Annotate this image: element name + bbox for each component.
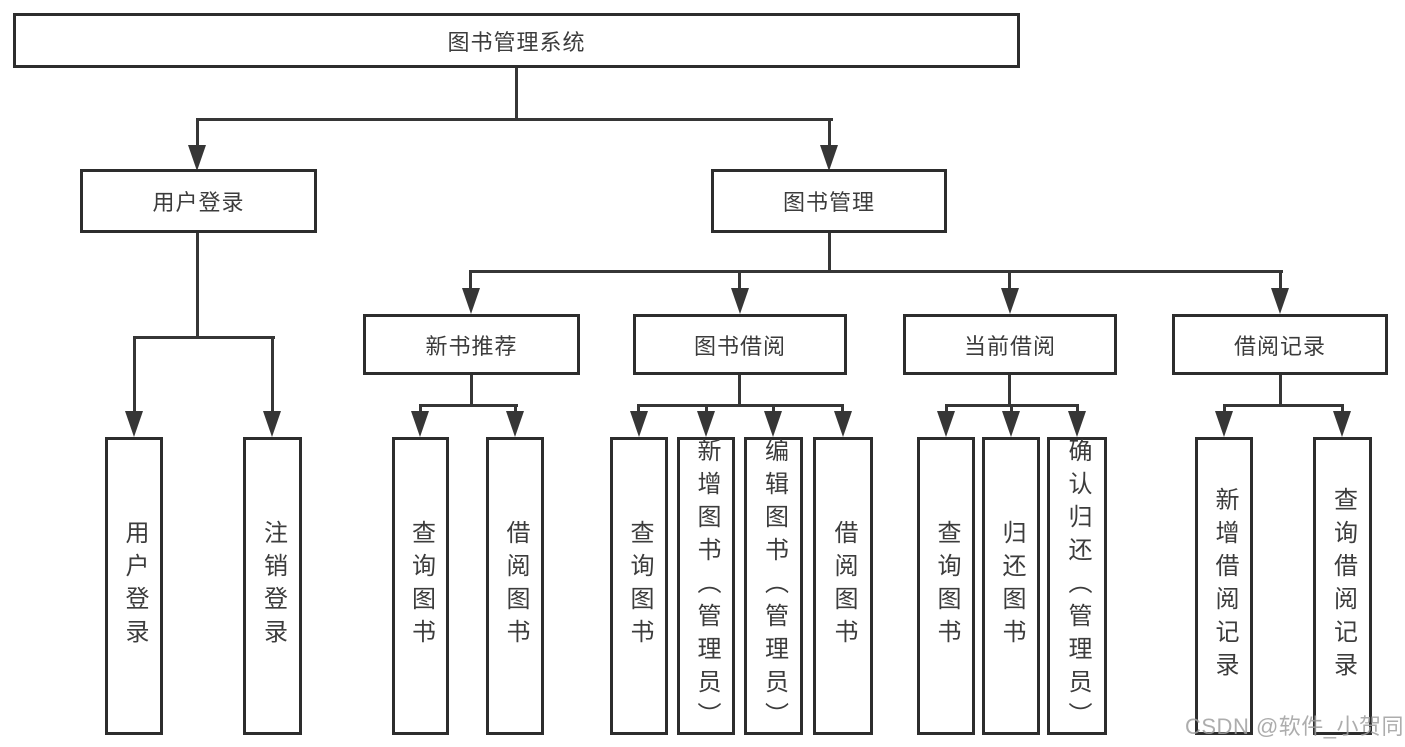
connector-line [514, 404, 517, 414]
leaf-query-books-current: 查询图书 [917, 437, 975, 735]
leaf-query-books-recommend: 查询图书 [392, 437, 449, 735]
leaf-confirm-return-admin: 确认归还（管理员） [1047, 437, 1107, 735]
leaf-add-borrow-record: 新增借阅记录 [1195, 437, 1253, 735]
connector-line [469, 270, 472, 294]
connector-line [1279, 270, 1282, 294]
connector-line [470, 375, 473, 407]
watermark: CSDN @软件_小贺同学 [1185, 714, 1405, 739]
arrow-down-icon [630, 411, 648, 437]
leaf-label: 查询借阅记录 [1329, 487, 1357, 685]
leaf-user-login: 用户登录 [105, 437, 163, 735]
leaf-label: 归还图书 [998, 520, 1025, 652]
connector-line [841, 404, 844, 414]
leaf-return-book: 归还图书 [982, 437, 1040, 735]
node-label: 图书借阅 [693, 333, 786, 359]
arrow-down-icon [263, 411, 281, 437]
arrow-down-icon [1068, 411, 1086, 437]
node-new-book-recommendation: 新书推荐 [363, 314, 580, 375]
connector-line [515, 68, 518, 120]
arrow-down-icon [411, 411, 429, 437]
connector-line [828, 118, 831, 148]
leaf-label: 新增图书（管理员） [693, 437, 720, 735]
node-label: 借阅记录 [1233, 333, 1326, 359]
leaf-add-book-admin: 新增图书（管理员） [677, 437, 735, 735]
arrow-down-icon [697, 411, 715, 437]
connector-line [1010, 404, 1013, 414]
connector-line [419, 404, 422, 414]
leaf-label: 注销登录 [259, 520, 287, 652]
arrow-down-icon [1333, 411, 1351, 437]
arrow-down-icon [1215, 411, 1233, 437]
node-library-management-system: 图书管理系统 [13, 13, 1020, 68]
leaf-label: 确认归还（管理员） [1064, 437, 1091, 735]
node-label: 当前借阅 [963, 333, 1056, 359]
connector-line [271, 336, 274, 415]
arrow-down-icon [462, 288, 480, 314]
arrow-down-icon [1002, 411, 1020, 437]
connector-line [828, 233, 831, 273]
arrow-down-icon [731, 288, 749, 314]
node-label: 用户登录 [152, 190, 245, 215]
node-user-login: 用户登录 [80, 169, 317, 233]
connector-line [637, 404, 640, 414]
connector-line [196, 118, 199, 148]
connector-line [1341, 404, 1344, 414]
leaf-label: 新增借阅记录 [1211, 487, 1238, 685]
node-borrowing-records: 借阅记录 [1172, 314, 1388, 375]
node-book-borrowing: 图书借阅 [633, 314, 847, 375]
leaf-label: 用户登录 [121, 520, 148, 652]
leaf-edit-book-admin: 编辑图书（管理员） [744, 437, 803, 735]
arrow-down-icon [1271, 288, 1289, 314]
connector-line [419, 404, 518, 407]
leaf-query-books-borrow: 查询图书 [610, 437, 668, 735]
leaf-label: 借阅图书 [830, 520, 857, 652]
leaf-borrow-books: 借阅图书 [813, 437, 873, 735]
arrow-down-icon [834, 411, 852, 437]
arrow-down-icon [188, 145, 206, 171]
connector-line [1008, 375, 1011, 407]
leaf-label: 查询图书 [626, 520, 653, 652]
connector-line [133, 336, 275, 339]
connector-line [196, 233, 199, 339]
node-label: 图书管理 [782, 190, 875, 215]
leaf-logout: 注销登录 [243, 437, 302, 735]
arrow-down-icon [820, 145, 838, 171]
node-label: 新书推荐 [425, 333, 518, 359]
connector-line [1223, 404, 1344, 407]
connector-line [469, 270, 1283, 273]
arrow-down-icon [1001, 288, 1019, 314]
connector-line [133, 336, 136, 415]
connector-line [1076, 404, 1079, 414]
node-book-management: 图书管理 [711, 169, 947, 233]
node-current-borrowing: 当前借阅 [903, 314, 1117, 375]
connector-line [1008, 270, 1011, 294]
connector-line [738, 270, 741, 294]
connector-line [772, 404, 775, 414]
leaf-label: 查询图书 [407, 520, 435, 652]
arrow-down-icon [764, 411, 782, 437]
connector-line [945, 404, 948, 414]
leaf-label: 借阅图书 [502, 520, 529, 652]
node-label: 图书管理系统 [447, 29, 586, 55]
arrow-down-icon [937, 411, 955, 437]
connector-line [637, 404, 844, 407]
connector-line [1279, 375, 1282, 407]
leaf-label: 编辑图书（管理员） [760, 437, 788, 735]
connector-line [738, 375, 741, 407]
connector-line [196, 118, 833, 121]
arrow-down-icon [506, 411, 524, 437]
arrow-down-icon [125, 411, 143, 437]
leaf-borrow-books-recommend: 借阅图书 [486, 437, 544, 735]
connector-line [1223, 404, 1226, 414]
leaf-query-borrow-record: 查询借阅记录 [1313, 437, 1372, 735]
leaf-label: 查询图书 [933, 520, 960, 652]
connector-line [705, 404, 708, 414]
